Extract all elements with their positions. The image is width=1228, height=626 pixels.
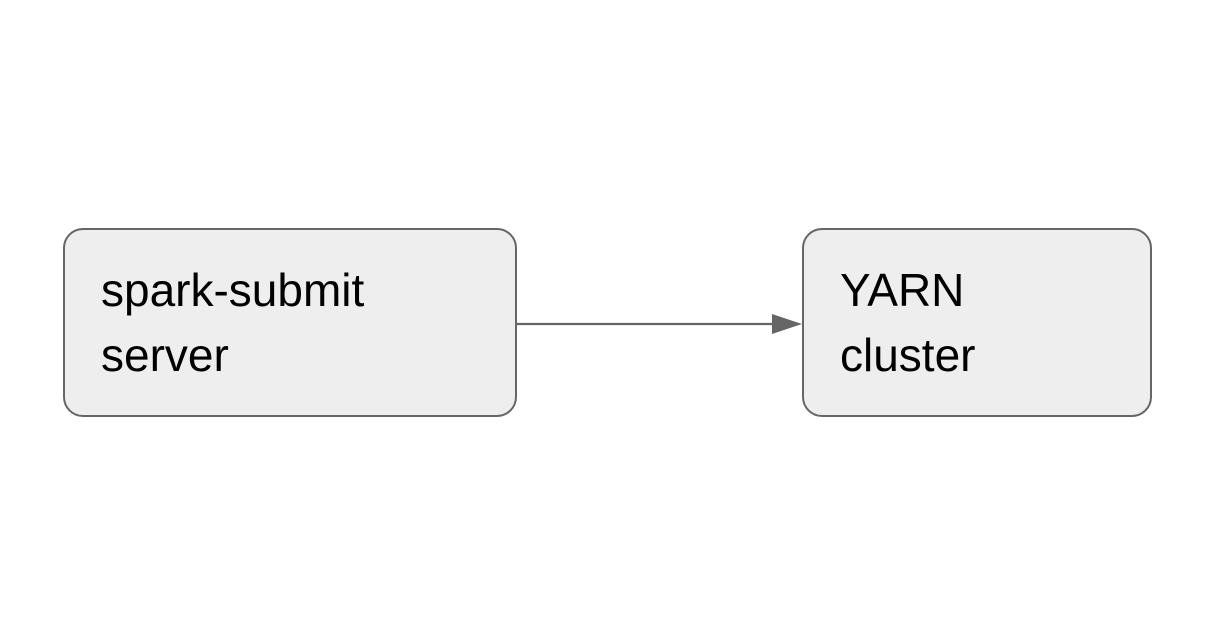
node-label-line-2: server <box>101 328 229 381</box>
edge-spark-submit-server-to-yarn-cluster <box>517 314 802 334</box>
node-yarn-cluster[interactable]: YARN cluster <box>802 228 1152 417</box>
node-label-line-1: YARN <box>840 263 965 316</box>
node-label-line-1: spark-submit <box>101 263 365 316</box>
edge-arrowhead-icon <box>772 314 802 334</box>
node-label-line-2: cluster <box>840 328 976 381</box>
node-spark-submit-server[interactable]: spark-submit server <box>63 228 517 417</box>
